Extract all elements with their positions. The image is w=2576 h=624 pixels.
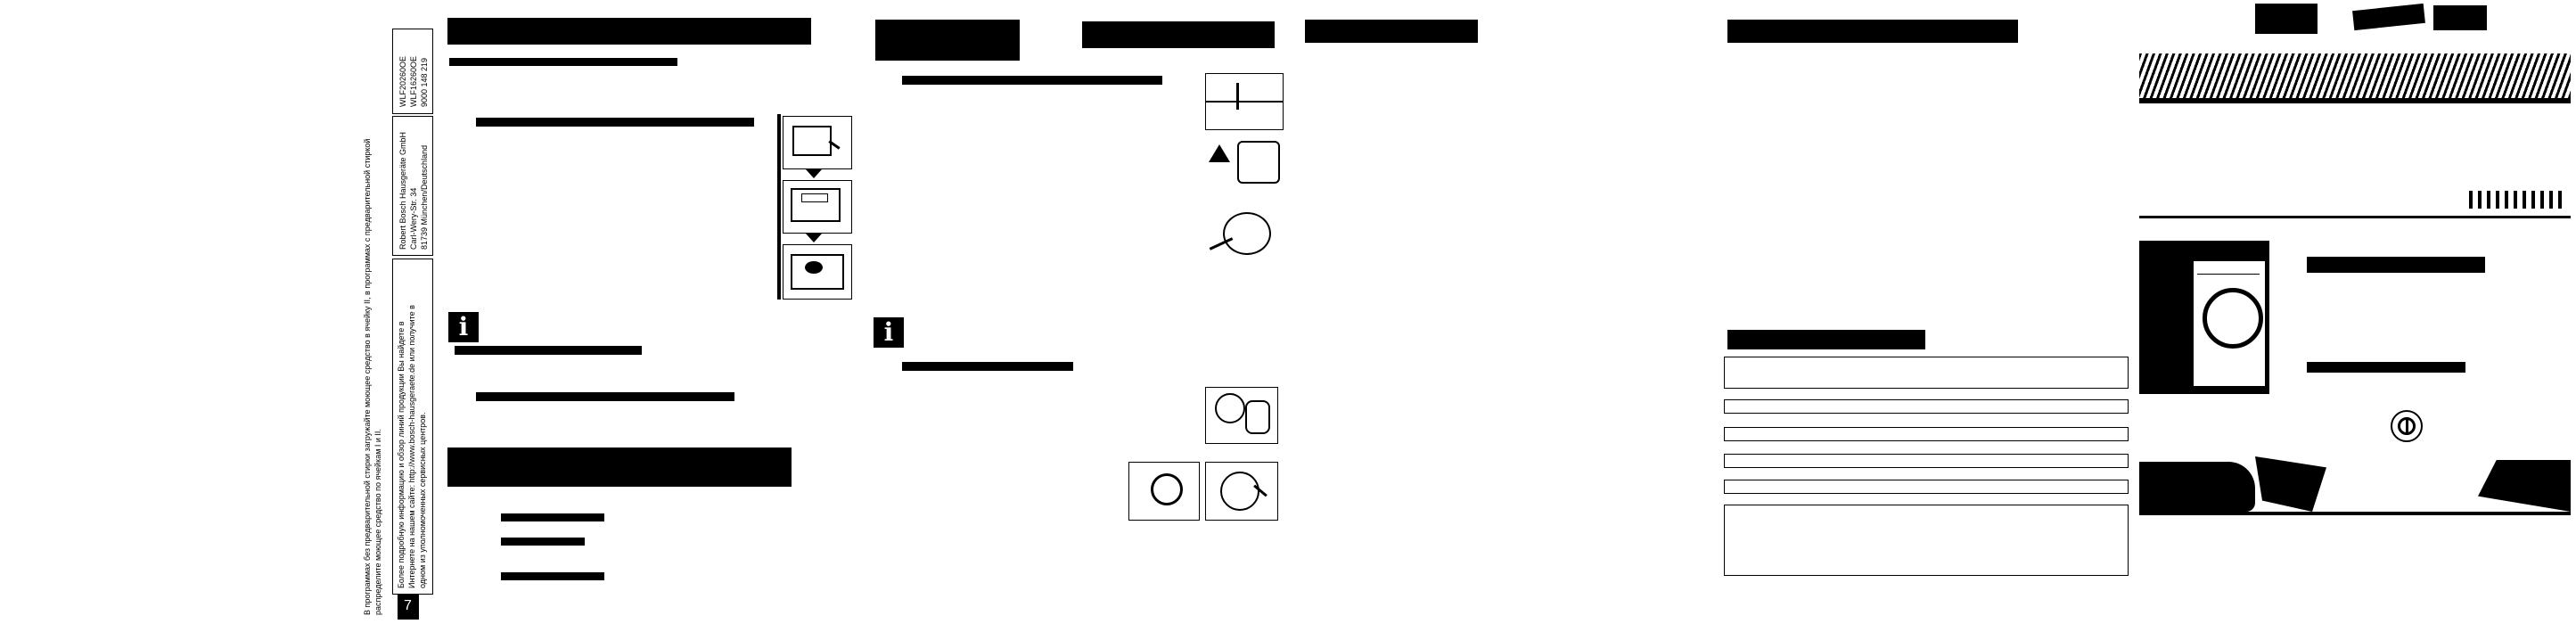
heading-bar-2 xyxy=(447,447,792,487)
text-bar-2 xyxy=(455,346,642,355)
subheading-bar-2 xyxy=(902,76,1162,85)
info-line-3: одном из уполномоченных сервисных центро… xyxy=(418,412,427,588)
info-line-1: Более подробную информацию и обзор линий… xyxy=(397,321,406,589)
model-line-1: WLF20260OE xyxy=(398,55,407,107)
cover-photo-top xyxy=(2139,0,2571,105)
heading-bar-6 xyxy=(1727,20,2018,43)
heading-bar-7 xyxy=(1727,330,1925,349)
cover-heading-bar-1 xyxy=(2307,257,2485,273)
bosch-logo-icon xyxy=(2391,410,2423,442)
model-box xyxy=(392,29,433,114)
company-box xyxy=(392,116,433,256)
list-bar-1 xyxy=(501,513,604,521)
text-bar-3 xyxy=(476,392,734,401)
hose-figure-2 xyxy=(1128,462,1200,521)
heading-bar-3 xyxy=(875,20,1020,61)
info-icon: i xyxy=(874,317,904,348)
machine-figure-1 xyxy=(1205,73,1284,130)
cover-divider xyxy=(2139,212,2571,219)
model-numbers: WLF20260OE WLF16260OE 9000 148 219 xyxy=(398,56,430,107)
model-line-2: WLF16260OE xyxy=(409,55,418,107)
text-bar-4 xyxy=(902,362,1073,371)
list-bar-2 xyxy=(501,538,585,546)
note-line-2: распределите моющее средство по ячейкам … xyxy=(373,429,382,615)
heading-bar-4 xyxy=(1082,21,1275,48)
info-box xyxy=(392,259,433,595)
heading-bar-1 xyxy=(447,18,811,45)
text-bar-1 xyxy=(476,118,754,127)
cover-photo-bottom xyxy=(2139,456,2571,517)
machine-figure-2 xyxy=(1205,134,1282,196)
page-number-box: 7 xyxy=(398,593,419,620)
form-line-4 xyxy=(1724,480,2129,494)
info-line-2: Интернете на нашем сайте: http://www.bos… xyxy=(407,305,416,588)
heading-bar-5 xyxy=(1305,20,1478,43)
info-icon: i xyxy=(448,312,479,342)
drawer-figure-1 xyxy=(783,116,852,169)
drawer-figure-3 xyxy=(783,244,852,300)
model-line-3: 9000 148 219 xyxy=(420,57,429,107)
arrow-down-icon xyxy=(806,234,822,242)
note-line-1: В программах без предварительной стирки … xyxy=(363,138,372,615)
form-box-2 xyxy=(1724,505,2129,576)
form-line-1 xyxy=(1724,399,2129,414)
hose-figure-3 xyxy=(1205,462,1278,521)
form-line-2 xyxy=(1724,427,2129,441)
company-line-1: Robert Bosch Hausgeräte GmbH xyxy=(398,131,407,250)
pretreatment-note: В программах без предварительной стирки … xyxy=(362,139,383,615)
cover-heading-bar-2 xyxy=(2307,362,2465,373)
subheading-bar-1 xyxy=(449,58,677,66)
machine-figure-3 xyxy=(1205,203,1282,266)
company-line-2: Carl-Wery-Str. 34 xyxy=(409,187,418,250)
arrow-down-icon xyxy=(806,169,822,178)
form-box-1 xyxy=(1724,357,2129,389)
hose-figure-1 xyxy=(1205,387,1278,444)
form-line-3 xyxy=(1724,454,2129,468)
list-bar-3 xyxy=(501,572,604,580)
cover-dots xyxy=(2469,191,2567,209)
website-info: Более подробную информацию и обзор линий… xyxy=(396,305,428,588)
page-number: 7 xyxy=(404,598,412,613)
washing-machine-photo xyxy=(2139,241,2269,394)
company-line-3: 81739 München/Deutschland xyxy=(420,144,429,250)
drawer-figure-2 xyxy=(783,180,852,234)
figure-rule xyxy=(777,114,781,300)
company-address: Robert Bosch Hausgeräte GmbH Carl-Wery-S… xyxy=(398,132,430,250)
